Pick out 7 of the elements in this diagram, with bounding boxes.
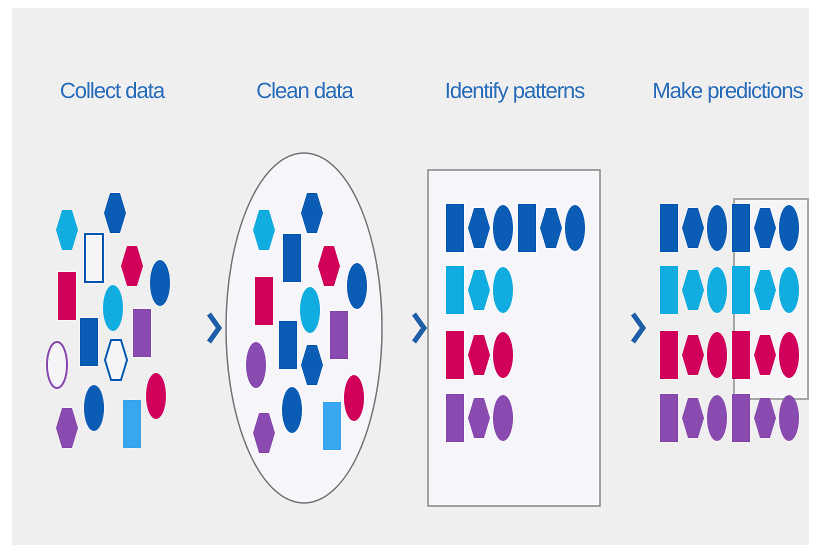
chevron-arrow (206, 312, 222, 344)
chevron-arrow (412, 312, 428, 344)
stage-heading: Make predictions (651, 78, 804, 104)
chevron-arrow (630, 312, 646, 344)
stage-heading: Collect data (58, 78, 166, 104)
stage-heading: Identify patterns (444, 78, 586, 104)
stage-heading: Clean data (255, 78, 354, 104)
